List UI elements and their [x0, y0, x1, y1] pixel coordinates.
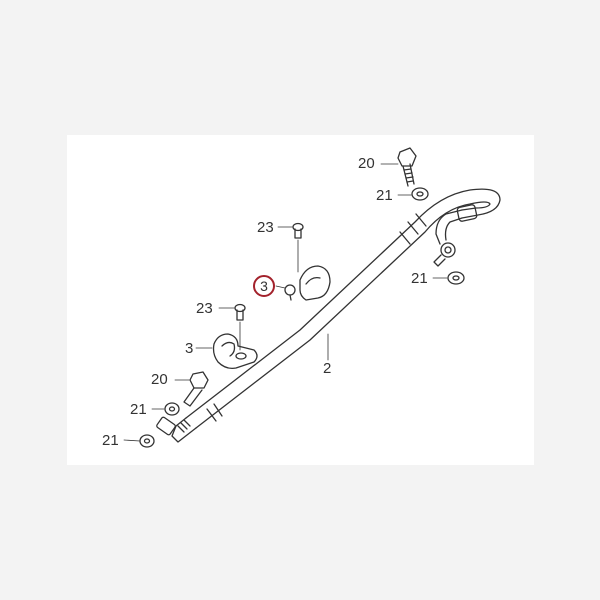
washer-icon	[447, 271, 465, 285]
bolt-icon	[397, 147, 417, 187]
screw-icon	[292, 222, 304, 239]
clamp-icon	[212, 333, 258, 370]
diagram-panel	[67, 135, 534, 465]
washer-icon	[139, 434, 155, 448]
screw-icon	[234, 303, 246, 321]
part-number-23[interactable]: 23	[196, 300, 213, 317]
part-number-21[interactable]: 21	[102, 432, 119, 449]
part-number-20[interactable]: 20	[151, 371, 168, 388]
hose-icon	[156, 188, 501, 443]
part-number-21[interactable]: 21	[130, 401, 147, 418]
clamp-icon	[284, 265, 331, 301]
part-number-23[interactable]: 23	[257, 219, 274, 236]
part-number-20[interactable]: 20	[358, 155, 375, 172]
washer-icon	[164, 402, 180, 416]
bolt-icon	[183, 371, 209, 407]
part-number-21[interactable]: 21	[411, 270, 428, 287]
washer-icon	[411, 187, 429, 201]
part-number-21[interactable]: 21	[376, 187, 393, 204]
part-number-3[interactable]: 3	[185, 340, 194, 357]
part-number-3-highlighted[interactable]: 3	[253, 275, 275, 297]
part-number-2[interactable]: 2	[323, 360, 332, 377]
